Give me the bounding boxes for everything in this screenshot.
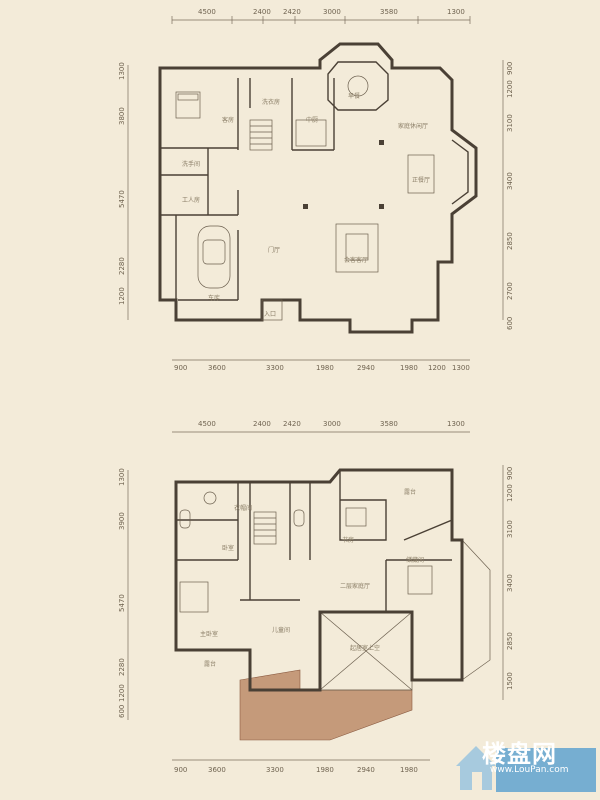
dim-p1-right-3: 3400 [506, 172, 514, 190]
upper-floor-plan: 4500 2400 2420 3000 3580 1300 1300 3900 … [118, 420, 514, 774]
dim-p2-bottom-3: 1980 [316, 766, 334, 774]
dim-p1-left-3: 2280 [118, 257, 126, 275]
dim-p2-left-0: 1300 [118, 468, 126, 486]
room-p2-closet: 衣帽间 [234, 504, 252, 512]
dim-p2-right-1: 1200 [506, 484, 514, 502]
dim-p1-right-5: 2700 [506, 282, 514, 300]
room-p1-wash: 洗手间 [182, 160, 200, 168]
dim-p2-left-4: 1200 [118, 684, 126, 702]
room-p1-family: 家庭休闲厅 [398, 122, 428, 130]
ground-floor-plan: 4500 2400 2420 3000 3580 1300 1300 3800 … [118, 8, 514, 372]
dim-p2-right-4: 2850 [506, 632, 514, 650]
dim-p1-left-1: 3800 [118, 107, 126, 125]
dim-p2-top-4: 3580 [380, 420, 398, 428]
logo-url: www.LouPan.com [490, 765, 569, 775]
room-p1-breakfast: 早餐 [348, 92, 360, 100]
room-p1-entry: 入口 [264, 311, 276, 318]
dim-p1-top-4: 3580 [380, 8, 398, 16]
dim-p2-bottom-1: 3600 [208, 766, 226, 774]
dim-p2-bottom-0: 900 [174, 766, 187, 774]
dim-p2-right-2: 3100 [506, 520, 514, 538]
dim-p2-top-5: 1300 [447, 420, 465, 428]
dim-p1-top-2: 2420 [283, 8, 301, 16]
dim-p1-top-1: 2400 [253, 8, 271, 16]
dim-p1-bottom-2: 3300 [266, 364, 284, 372]
dim-p2-right-3: 3400 [506, 574, 514, 592]
room-p1-maid: 工人房 [182, 196, 200, 204]
dim-p1-bottom-5: 1980 [400, 364, 418, 372]
dim-p2-bottom-4: 2940 [357, 766, 375, 774]
room-p1-laundry: 洗衣房 [262, 98, 280, 106]
dim-p1-top-0: 4500 [198, 8, 216, 16]
dim-p1-bottom-1: 3600 [208, 364, 226, 372]
dim-p1-left-2: 5470 [118, 190, 126, 208]
dim-p2-left-2: 5470 [118, 594, 126, 612]
dim-p1-right-0: 900 [506, 62, 514, 75]
room-p1-hall: 门厅 [268, 246, 280, 254]
room-p2-balcony: 露台 [204, 660, 216, 668]
dim-p2-left-3: 2280 [118, 658, 126, 676]
dim-p1-right-4: 2850 [506, 232, 514, 250]
dim-p2-top-3: 3000 [323, 420, 341, 428]
logo-text: 楼盘网 [482, 740, 557, 768]
loupan-logo [456, 746, 596, 792]
dim-p2-bottom-5: 1980 [400, 766, 418, 774]
dim-p1-left-0: 1300 [118, 62, 126, 80]
dim-p1-right-2: 3100 [506, 114, 514, 132]
room-p2-kids: 儿童间 [272, 626, 290, 634]
dim-p2-right-5: 1500 [506, 672, 514, 690]
dim-p2-top-2: 2420 [283, 420, 301, 428]
dim-p2-bottom-2: 3300 [266, 766, 284, 774]
dim-p2-top-0: 4500 [198, 420, 216, 428]
roof-tiles [239, 669, 413, 741]
dim-p1-left-4: 1200 [118, 287, 126, 305]
dim-p2-top-1: 2400 [253, 420, 271, 428]
dim-p1-bottom-3: 1980 [316, 364, 334, 372]
dim-p1-bottom-6: 1200 [428, 364, 446, 372]
dim-p1-bottom-0: 900 [174, 364, 187, 372]
dim-p1-top-5: 1300 [447, 8, 465, 16]
room-p2-study: 书房 [342, 536, 354, 544]
room-p1-living: 会客客厅 [344, 256, 368, 264]
room-p2-family2: 二层家庭厅 [340, 582, 370, 590]
dim-p1-right-1: 1200 [506, 80, 514, 98]
room-p2-bedroom: 卧室 [222, 544, 234, 552]
room-p2-storage: 储藏间 [406, 556, 424, 564]
dim-p1-bottom-7: 1300 [452, 364, 470, 372]
dim-p1-bottom-4: 2940 [357, 364, 375, 372]
room-p1-kitchen: 中厨 [306, 116, 318, 124]
room-p2-attic: 起居室上空 [350, 644, 380, 652]
dim-p2-left-1: 3900 [118, 512, 126, 530]
room-p1-guest: 客房 [222, 116, 234, 124]
dim-p2-left-5: 600 [118, 705, 126, 718]
room-p1-garage: 车库 [208, 294, 220, 302]
dim-p2-right-0: 900 [506, 467, 514, 480]
room-p2-master: 主卧室 [200, 630, 218, 638]
room-p1-dining: 正餐厅 [412, 176, 430, 184]
dim-p1-right-6: 600 [506, 317, 514, 330]
room-p2-terrace: 露台 [404, 488, 416, 496]
dim-p1-top-3: 3000 [323, 8, 341, 16]
